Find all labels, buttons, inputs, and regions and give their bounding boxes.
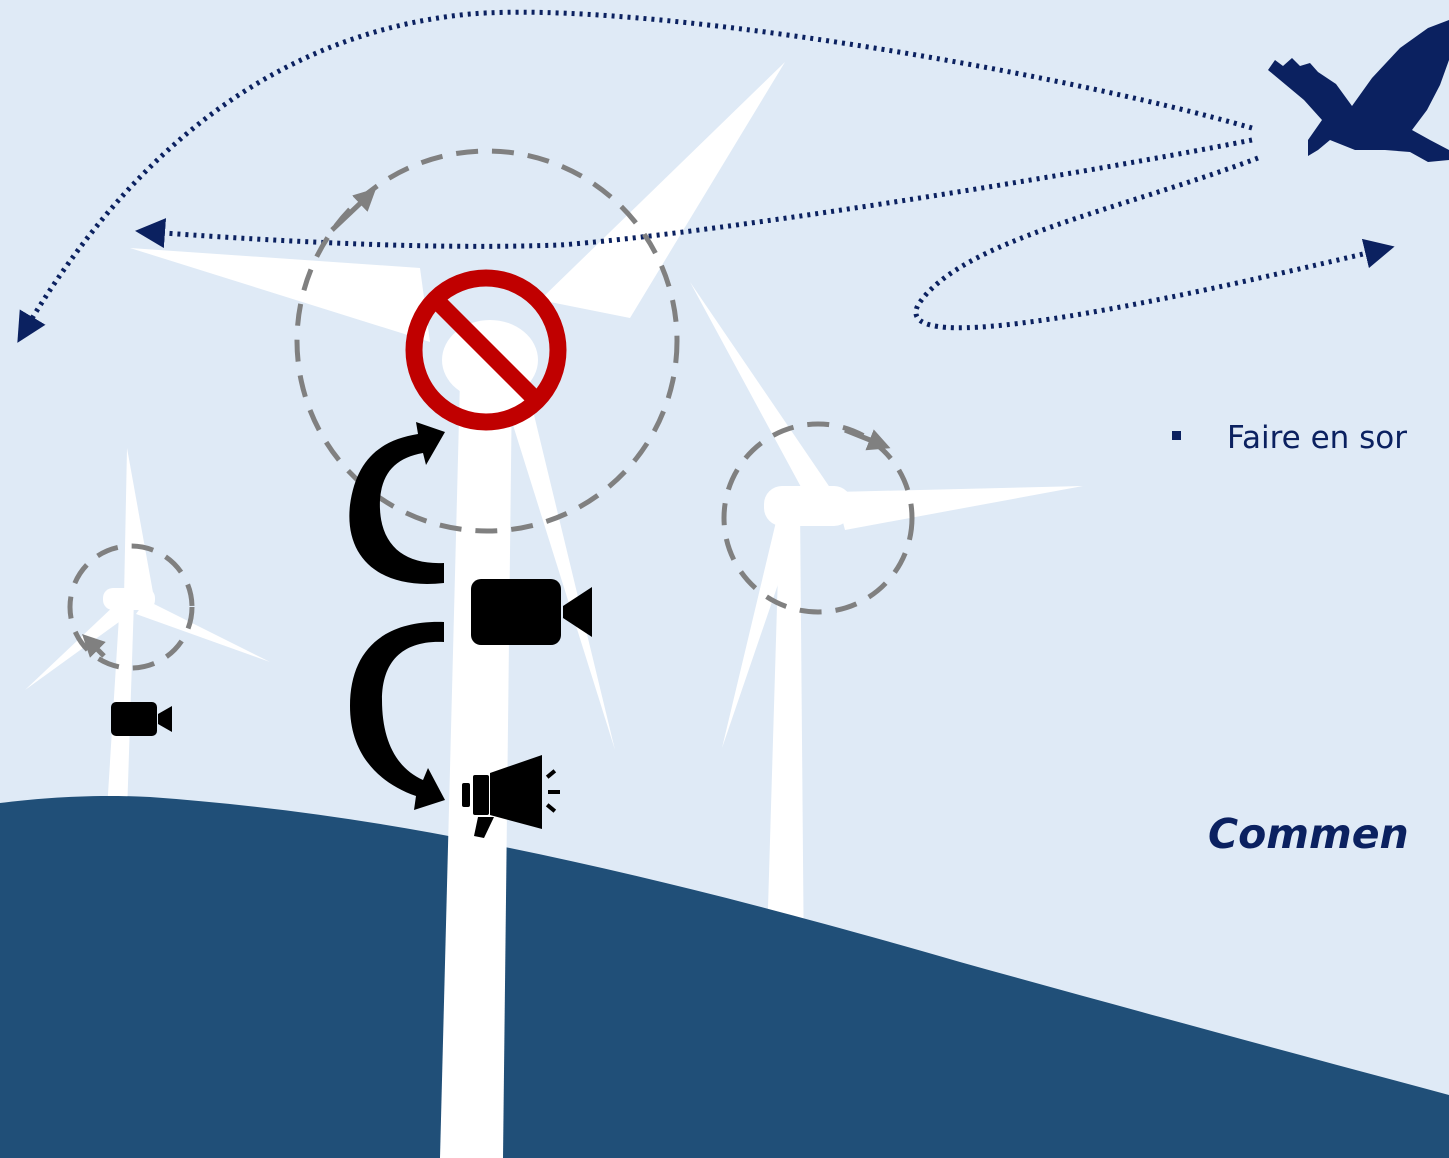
prohibited-icon bbox=[405, 269, 567, 431]
turbine-main bbox=[130, 62, 785, 750]
turbine-right-blade-right bbox=[835, 486, 1083, 530]
camera-icon bbox=[471, 579, 592, 645]
turbine-small-blade-left bbox=[25, 604, 130, 690]
question-heading: Commen bbox=[1208, 810, 1409, 858]
loudspeaker-icon bbox=[462, 755, 560, 838]
control-arrows bbox=[349, 422, 445, 810]
bullet-text: Faire en sor bbox=[1227, 420, 1408, 456]
rotation-arrow-small bbox=[82, 634, 106, 658]
turbine-right-tower bbox=[766, 505, 804, 975]
turbine-right-nacelle bbox=[764, 486, 852, 526]
rotation-circle-right bbox=[721, 421, 915, 615]
rotation-arrows bbox=[82, 188, 891, 658]
turbine-main-tower bbox=[440, 380, 512, 1158]
rotation-circle-main bbox=[294, 148, 680, 534]
flight-paths bbox=[17, 9, 1395, 343]
rotation-arrow-main bbox=[330, 188, 377, 232]
turbine-main-blade-up bbox=[540, 62, 785, 318]
turbine-right bbox=[690, 282, 1083, 975]
rotation-arrow-right bbox=[844, 427, 891, 451]
rotation-circle-small bbox=[67, 543, 195, 671]
turbine-main-blade-down bbox=[502, 390, 615, 750]
turbine-main-blade-left bbox=[130, 248, 430, 342]
turbine-small-blade-right bbox=[136, 600, 270, 662]
turbine-small-blade-up bbox=[124, 448, 154, 598]
camera-small-icon bbox=[111, 702, 172, 736]
rotation-markers bbox=[67, 148, 915, 671]
bullet-marker bbox=[1172, 431, 1181, 440]
turbine-right-blade-up bbox=[690, 282, 835, 500]
eagle-icon bbox=[1268, 20, 1449, 162]
turbine-right-blade-down bbox=[722, 505, 800, 748]
turbine-small-nacelle bbox=[103, 588, 155, 610]
flight-path-loop bbox=[913, 155, 1395, 331]
arrow-camera-to-speaker bbox=[350, 621, 445, 810]
ground-hill bbox=[0, 795, 1449, 1158]
arrow-camera-to-stop bbox=[349, 422, 445, 584]
bullet-point: Faire en sor bbox=[1172, 420, 1407, 456]
flight-path-across bbox=[135, 137, 1253, 249]
